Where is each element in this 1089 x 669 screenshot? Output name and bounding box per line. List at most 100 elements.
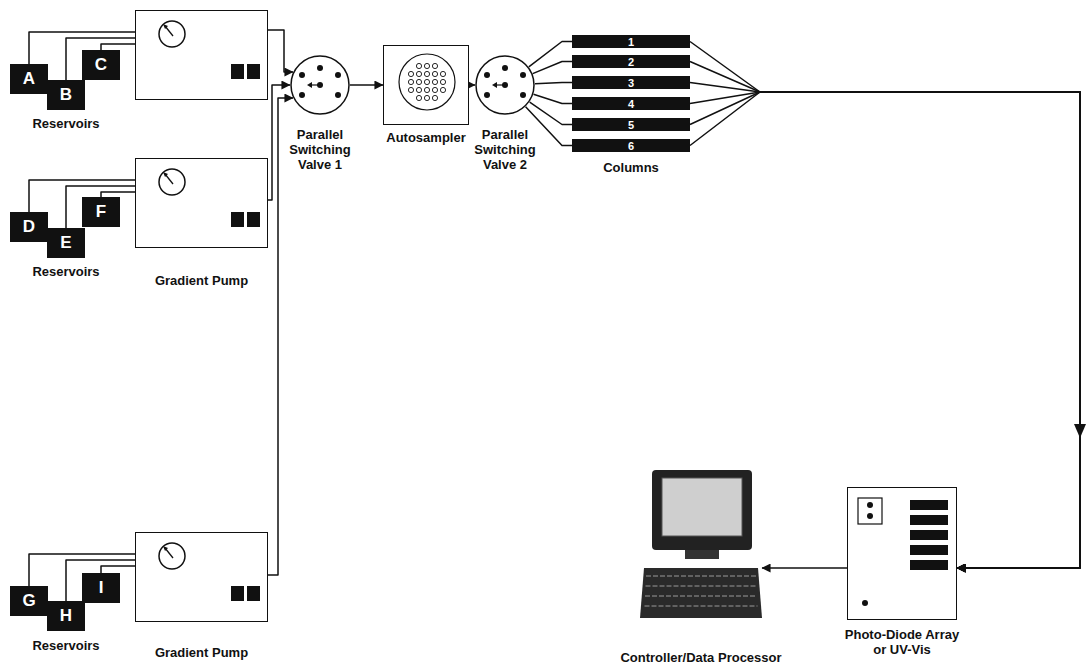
keyboard-row [645,606,758,607]
autosampler-art [384,46,468,124]
group-label: Columns [603,160,659,175]
power-dot [862,600,868,606]
valve-port [335,72,341,78]
component-label: Gradient Pump [155,273,248,288]
sample-vial [432,79,437,84]
sample-vial [440,79,445,84]
indicator-dot [867,513,873,519]
component-label: Autosampler [386,130,465,145]
pump-head [247,64,260,79]
keyboard-row [646,586,757,587]
valve-port [520,72,526,78]
sample-vial [408,71,413,76]
sample-vial [424,95,429,100]
column-bar: 2 [572,55,690,68]
lamp-window [858,498,882,524]
reservoir-bottle: G [10,586,48,616]
column-bar: 1 [572,35,690,48]
flow-line [535,83,572,84]
flow-line [268,30,293,72]
sample-vial [416,87,421,92]
sample-vial [424,79,429,84]
valve-port [484,72,490,78]
pressure-dial [159,169,185,195]
flow-line [526,107,572,146]
sample-vial [432,63,437,68]
sample-vial [416,63,421,68]
reservoir-letter: F [82,197,120,227]
flow-line [529,42,572,67]
flow-line [66,186,135,228]
pump-head [231,586,244,601]
column-number: 2 [572,55,690,68]
detector-box: Photo-Diode Array or UV-Vis [847,487,957,620]
monitor-case [652,470,752,550]
sample-tray [399,54,455,110]
column-bar: 6 [572,139,690,152]
keyboard [640,568,762,618]
pump-head [247,586,260,601]
pump-art [136,159,267,247]
reservoir-bottle: B [47,80,85,110]
component-label: Photo-Diode Array or UV-Vis [841,627,963,657]
controller-computer: Controller/Data Processor [640,468,762,623]
valve-port [299,72,305,78]
valve-port [484,92,490,98]
sample-vial [424,71,429,76]
switching-valve: Parallel Switching Valve 1 [290,55,350,115]
column-bar: 5 [572,118,690,131]
component-label: Gradient Pump [155,645,248,660]
reservoir-letter: D [10,212,48,242]
reservoir-group-label: Reservoirs [32,264,99,279]
reservoir-group-label: Reservoirs [32,116,99,131]
sample-vial [424,63,429,68]
reservoir-letter: A [10,64,48,94]
column-number: 5 [572,118,690,131]
column-bar: 4 [572,97,690,110]
needle-tip [163,24,168,29]
flow-line [469,84,475,86]
rotor-tip [492,82,497,88]
sample-vial [432,87,437,92]
column-number: 4 [572,97,690,110]
computer-art [640,468,762,623]
pump-head [247,212,260,227]
reservoir-letter: B [47,80,85,110]
pump-art [136,11,267,99]
pump-head [231,64,244,79]
reservoir-letter: I [82,573,120,603]
flow-line [762,567,847,569]
flow-line [534,94,573,103]
display-bar [910,530,948,540]
sample-vial [416,71,421,76]
needle-tip [163,172,168,177]
needle-tip [163,546,168,551]
sample-vial [416,79,421,84]
reservoir-bottle: A [10,64,48,94]
reservoir-bottle: H [47,601,85,631]
monitor-screen [662,478,742,536]
switching-valve: Parallel Switching Valve 2 [475,55,535,115]
sample-vial [416,95,421,100]
sample-vial [440,87,445,92]
flow-line [268,98,293,575]
flow-line [268,85,290,200]
reservoir-letter: H [47,601,85,631]
gradient-pump: Gradient Pump [135,532,268,622]
sample-vial [424,87,429,92]
valve-port [317,65,323,71]
valve-art [475,55,535,115]
component-label: Parallel Switching Valve 1 [287,127,353,172]
valve-art [290,55,350,115]
display-bar [910,500,948,510]
valve-port [502,65,508,71]
display-bar [910,545,948,555]
monitor-stand [685,550,719,559]
component-label: Controller/Data Processor [620,650,781,665]
column-number: 6 [572,139,690,152]
reservoir-bottle: E [47,228,85,258]
sample-vial [408,87,413,92]
reservoir-bottle: I [82,573,120,603]
flow-line [533,62,572,74]
